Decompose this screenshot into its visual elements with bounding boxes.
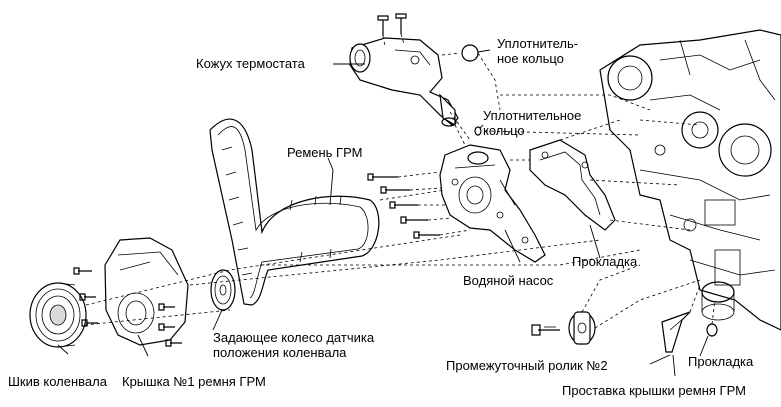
label-crank-sensor-wheel: Задающее колесо датчика положения коленв… <box>213 330 375 360</box>
label-small-gasket: Прокладка <box>688 354 754 369</box>
timing-cover-no1 <box>104 237 189 346</box>
cover-bolts <box>73 267 182 347</box>
label-o-ring-mid: Уплотнительное кольцо <box>483 108 582 138</box>
label-cover-spacer: Проставка крышки ремня ГРМ <box>562 383 746 398</box>
label-water-pump: Водяной насос <box>463 273 554 288</box>
leader-lines <box>57 49 709 377</box>
cover-spacer <box>661 311 691 353</box>
pump-gasket <box>529 139 616 231</box>
assembly-dashed-lines <box>84 94 716 329</box>
engine-block <box>599 29 781 331</box>
crank-sensor-wheel <box>210 269 236 311</box>
label-crank-pulley: Шкив коленвала <box>8 374 107 389</box>
label-gasket-pump: Прокладка <box>572 254 638 269</box>
o-ring-top <box>461 44 479 62</box>
pump-bolts <box>367 171 471 239</box>
idler-pulley-no2 <box>568 311 596 345</box>
thermostat-housing <box>349 13 459 127</box>
crankshaft-pulley <box>29 282 87 348</box>
label-o-ring-top: Уплотнитель- ное кольцо <box>497 36 579 66</box>
o-ring-mid <box>474 126 482 136</box>
timing-belt-shape <box>209 118 380 306</box>
water-pump <box>439 144 546 263</box>
label-cover-no1: Крышка №1 ремня ГРМ <box>122 374 266 389</box>
label-thermostat-housing: Кожух термостата <box>196 56 305 71</box>
label-timing-belt: Ремень ГРМ <box>287 145 363 160</box>
small-gasket <box>706 323 718 337</box>
idler-bolt <box>531 324 560 336</box>
label-idler-pulley: Промежуточный ролик №2 <box>446 358 608 373</box>
